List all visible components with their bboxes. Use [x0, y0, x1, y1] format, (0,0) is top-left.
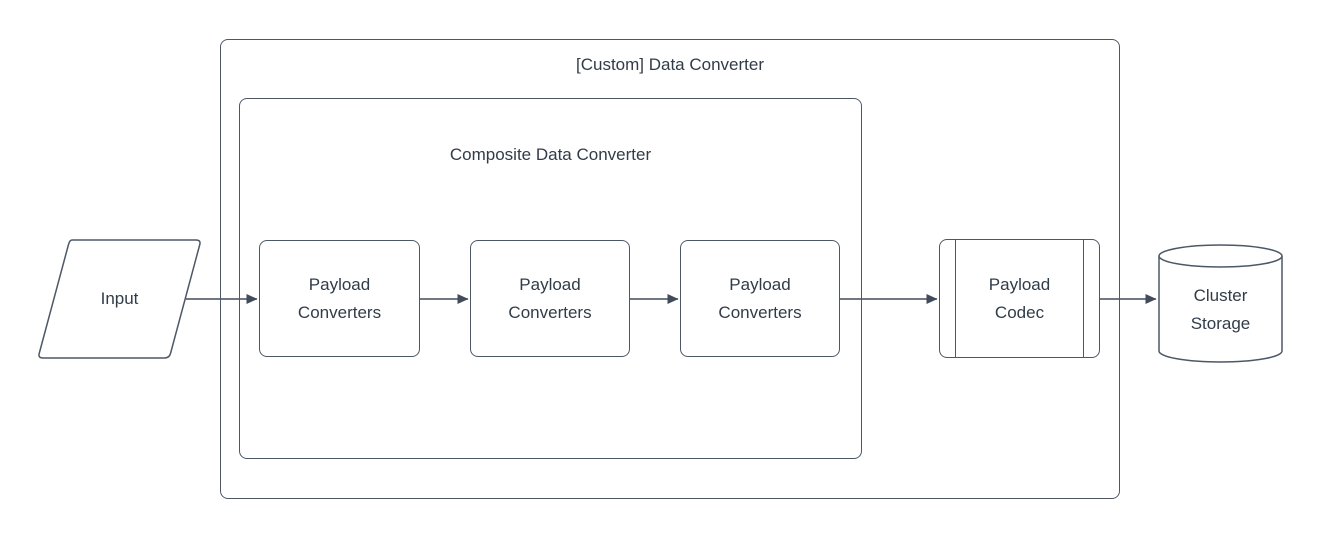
input-parallelogram-shape[interactable]	[38, 239, 201, 359]
payload-converters-3-label: Payload Converters	[718, 274, 802, 322]
payload-converters-1-label: Payload Converters	[297, 274, 382, 322]
input-label-area: Input	[39, 240, 200, 358]
payload-converters-box-3[interactable]: Payload Converters	[680, 240, 840, 357]
composite-data-converter-label: Composite Data Converter	[449, 145, 652, 164]
payload-converters-2-label: Payload Converters	[508, 274, 592, 322]
cluster-storage-label-area: Cluster Storage	[1159, 264, 1282, 356]
custom-data-converter-label: [Custom] Data Converter	[575, 55, 764, 74]
payload-converters-box-1[interactable]: Payload Converters	[259, 240, 420, 357]
custom-data-converter-container[interactable]: [Custom] Data Converter	[220, 39, 1120, 499]
composite-data-converter-container[interactable]: Composite Data Converter	[239, 98, 862, 459]
payload-codec-label: Payload Codec	[988, 274, 1051, 322]
cluster-storage-cylinder-shape[interactable]	[1158, 244, 1283, 363]
cluster-storage-label: Cluster Storage	[1190, 286, 1251, 333]
input-label: Input	[100, 289, 139, 308]
payload-codec-box[interactable]: Payload Codec	[939, 239, 1100, 358]
payload-converters-box-2[interactable]: Payload Converters	[470, 240, 630, 357]
